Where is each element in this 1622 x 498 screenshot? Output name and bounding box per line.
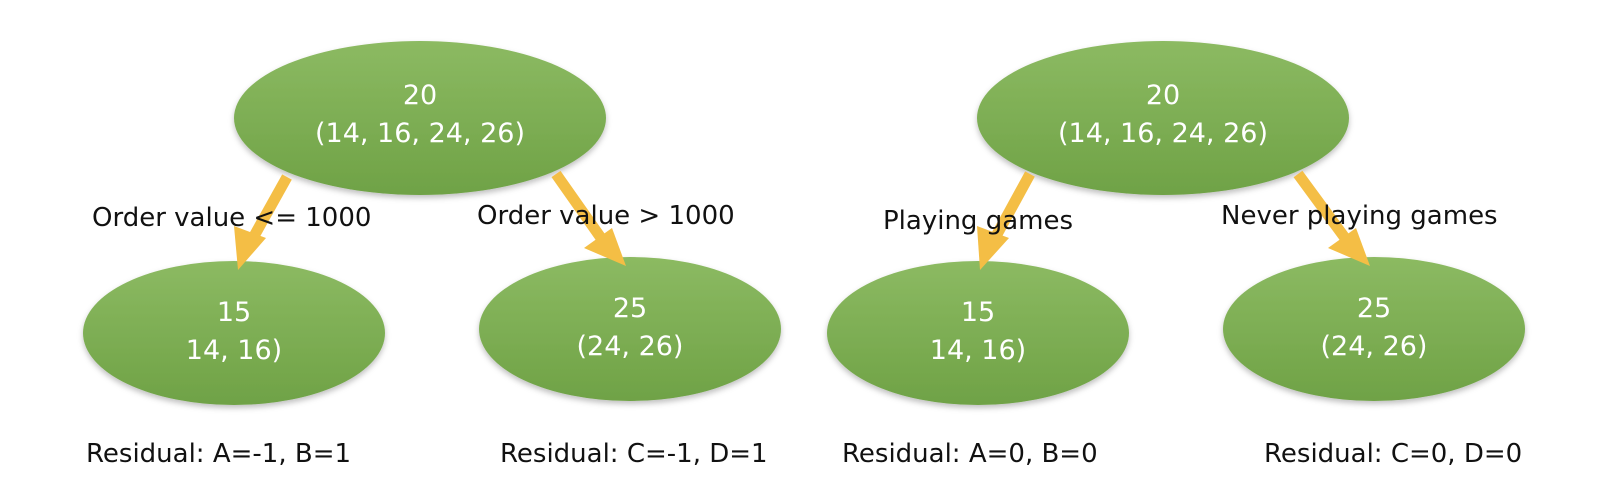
node-value: 15 — [216, 297, 252, 328]
tree2-left-text: 15 14, 16) — [858, 294, 1098, 370]
tree2-left-node — [827, 261, 1129, 405]
node-set: 14, 16) — [185, 335, 283, 366]
tree2-root-text: 20 (14, 16, 24, 26) — [1013, 77, 1313, 153]
node-value: 25 — [612, 293, 648, 324]
tree1-right-condition: Order value > 1000 — [477, 201, 735, 231]
tree1-left-residual: Residual: A=-1, B=1 — [86, 439, 352, 469]
node-set: (14, 16, 24, 26) — [1058, 118, 1268, 149]
tree1-right-arrow — [551, 170, 626, 266]
tree1-left-arrow — [234, 174, 292, 270]
tree2-left-condition: Playing games — [883, 206, 1073, 236]
node-value: 15 — [960, 297, 996, 328]
tree2-right-node — [1223, 257, 1525, 401]
tree2-right-residual: Residual: C=0, D=0 — [1264, 439, 1523, 469]
tree1-right-text: 25 (24, 26) — [510, 290, 750, 366]
tree2-root-node — [977, 41, 1349, 195]
tree2-left-arrow — [977, 171, 1035, 270]
node-set: (24, 26) — [1320, 331, 1428, 362]
tree1-left-text: 15 14, 16) — [114, 294, 354, 370]
tree2-left-residual: Residual: A=0, B=0 — [842, 439, 1098, 469]
tree1-right-node — [479, 257, 781, 401]
node-value: 25 — [1356, 293, 1392, 324]
tree1-left-node — [83, 261, 385, 405]
tree1-right-residual: Residual: C=-1, D=1 — [500, 439, 768, 469]
node-set: (14, 16, 24, 26) — [315, 118, 525, 149]
node-set: (24, 26) — [576, 331, 684, 362]
tree2-right-arrow — [1293, 170, 1370, 266]
tree2-right-condition: Never playing games — [1221, 201, 1498, 231]
tree1-root-node — [234, 41, 606, 195]
node-set: 14, 16) — [929, 335, 1027, 366]
node-value: 20 — [402, 80, 438, 111]
node-value: 20 — [1145, 80, 1181, 111]
tree1-left-condition: Order value <= 1000 — [92, 203, 372, 233]
tree2-right-text: 25 (24, 26) — [1254, 290, 1494, 366]
tree1-root-text: 20 (14, 16, 24, 26) — [270, 77, 570, 153]
